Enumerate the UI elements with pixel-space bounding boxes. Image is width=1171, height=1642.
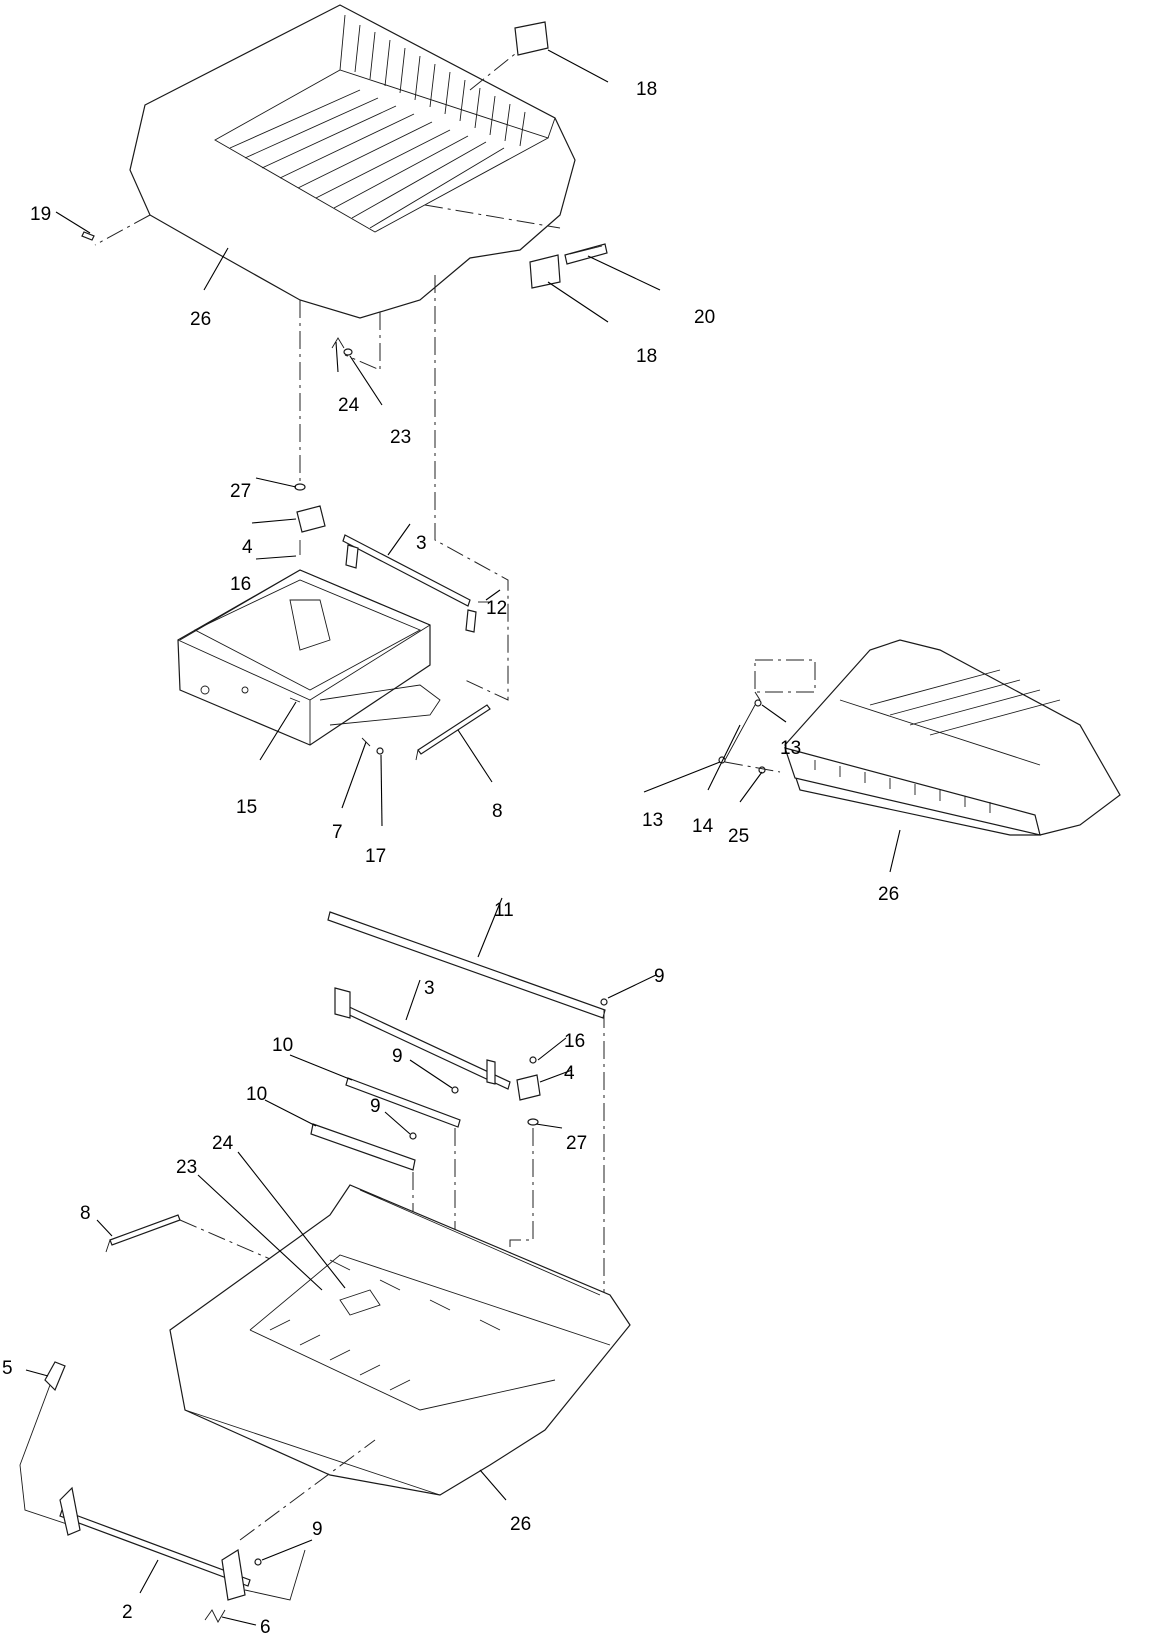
callout-15: 15 <box>236 797 257 818</box>
callout-4-top: 4 <box>242 537 253 558</box>
callout-16-bottom: 16 <box>564 1031 585 1052</box>
seat-lever-assembly <box>19 1361 306 1601</box>
leader-lines <box>25 49 901 1626</box>
callout-26-top: 26 <box>190 309 211 330</box>
rod-8-bottom <box>105 1214 181 1253</box>
rod-3-top <box>342 534 477 633</box>
callout-9-strip-lower: 9 <box>370 1096 381 1117</box>
side-link-14 <box>724 704 756 761</box>
callout-27-top: 27 <box>230 481 251 502</box>
callout-26-base: 26 <box>510 1514 531 1535</box>
bolt-9-strip-upper <box>451 1086 459 1094</box>
callout-4-bottom: 4 <box>564 1063 575 1084</box>
callout-13-lower: 13 <box>642 810 663 831</box>
spring-6 <box>204 1609 226 1623</box>
callout-5: 5 <box>2 1358 13 1379</box>
callout-3-bottom: 3 <box>424 978 435 999</box>
seat-suspension-frame <box>177 569 441 746</box>
seat-cushion-top <box>94 4 576 319</box>
bolt-9-rail <box>600 998 608 1006</box>
washer-23-top <box>343 348 353 356</box>
callout-19: 19 <box>30 204 51 225</box>
callout-10-lower: 10 <box>246 1084 267 1105</box>
callout-14: 14 <box>692 816 714 837</box>
callout-20: 20 <box>694 307 715 328</box>
rail-11 <box>327 911 606 1019</box>
rod-8-top <box>415 704 491 761</box>
callout-8-top: 8 <box>492 801 503 822</box>
bracket-4-bottom <box>516 1074 541 1101</box>
callout-16-top: 16 <box>230 574 251 595</box>
callout-9-strip-upper: 9 <box>392 1046 403 1067</box>
strip-10-lower <box>310 1123 416 1171</box>
callout-9-lever: 9 <box>312 1519 323 1540</box>
callout-8-bottom: 8 <box>80 1203 91 1224</box>
decal-18-bottom <box>529 254 561 289</box>
retainer-24-top <box>331 337 345 349</box>
callout-10-upper: 10 <box>272 1035 293 1056</box>
nut-17 <box>376 747 384 755</box>
seat-base <box>169 1184 631 1496</box>
callout-12: 12 <box>486 598 507 619</box>
rod-3-bottom <box>334 987 511 1090</box>
callout-13-upper: 13 <box>780 738 801 759</box>
pivot-bracket-4-top <box>296 505 326 533</box>
callout-labels: 18 19 26 20 18 24 23 27 4 3 16 12 15 7 1… <box>2 79 899 1638</box>
callout-23-bottom: 23 <box>176 1157 197 1178</box>
decal-18-top <box>514 21 549 56</box>
callout-17: 17 <box>365 846 386 867</box>
callout-9-rail: 9 <box>654 966 665 987</box>
bolt-16-bottom <box>529 1056 537 1064</box>
strip-10-upper <box>345 1077 461 1128</box>
callout-6: 6 <box>260 1617 271 1638</box>
callout-27-bottom: 27 <box>566 1133 587 1154</box>
callout-26-side: 26 <box>878 884 899 905</box>
callout-3-top: 3 <box>416 533 427 554</box>
fastener-19 <box>81 231 95 241</box>
callout-18-top: 18 <box>636 79 657 100</box>
bolt-9-lever <box>254 1558 262 1566</box>
seat-top-ribs <box>229 24 526 229</box>
callout-24-top: 24 <box>338 395 360 416</box>
bolt-9-strip-lower <box>409 1132 417 1140</box>
callout-2: 2 <box>122 1602 133 1623</box>
callout-18-bottom: 18 <box>636 346 657 367</box>
seat-side-view <box>784 639 1121 836</box>
callout-11: 11 <box>494 900 514 921</box>
washer-27-top <box>294 483 306 491</box>
callout-23-top: 23 <box>390 427 411 448</box>
bolt-13-upper <box>754 699 762 707</box>
decal-20 <box>564 243 608 265</box>
callout-25: 25 <box>728 826 749 847</box>
bolt-15 <box>289 697 301 703</box>
washer-27-bottom <box>527 1118 539 1126</box>
callout-7: 7 <box>332 822 343 843</box>
callout-24-bottom: 24 <box>212 1133 234 1154</box>
